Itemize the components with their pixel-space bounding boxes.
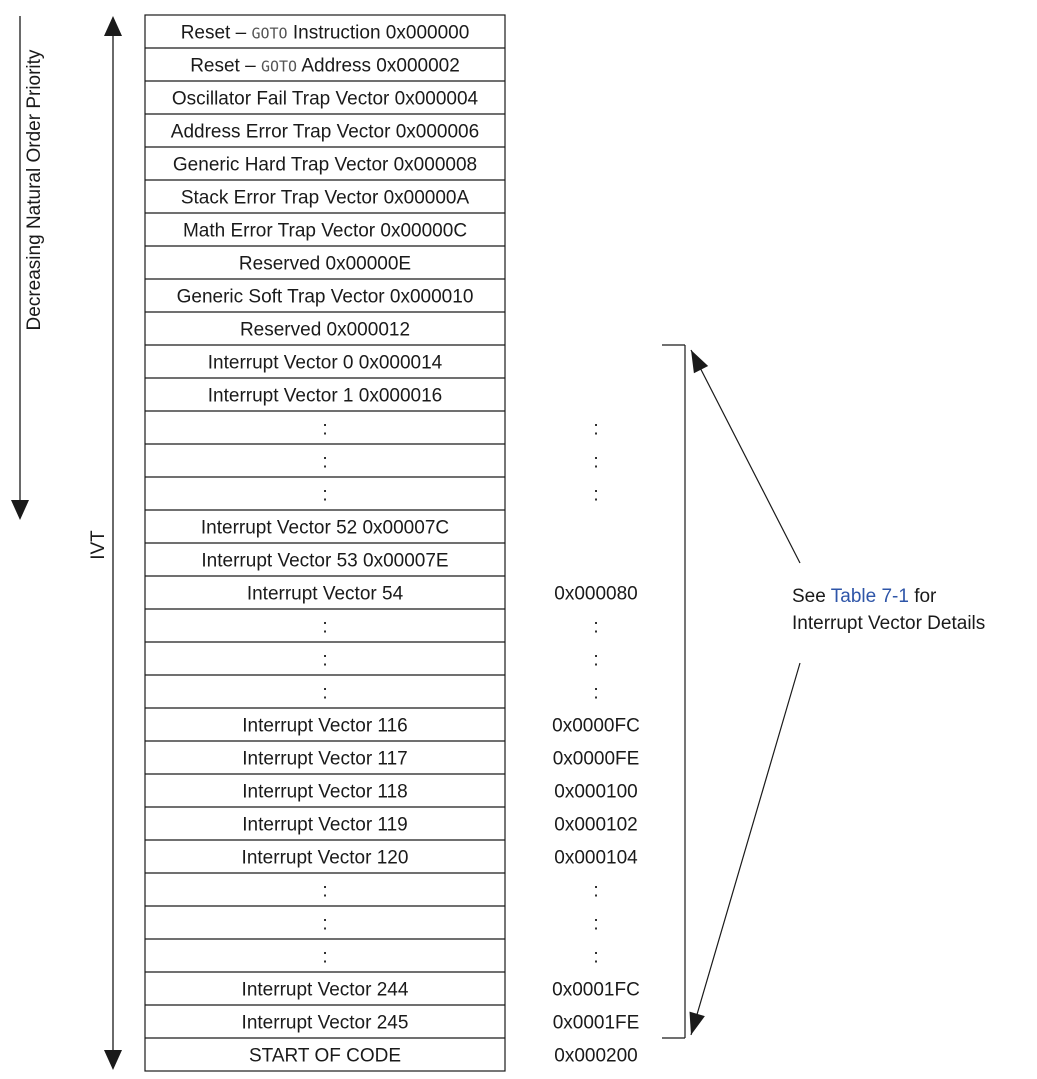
row-label-part: Reset – xyxy=(181,23,252,44)
goto-mnemonic: GOTO xyxy=(251,25,287,43)
vector-address: : xyxy=(593,947,598,968)
vector-row-label: : xyxy=(322,617,327,638)
vector-row-label: Interrupt Vector 0 0x000014 xyxy=(208,353,443,374)
vector-row-label: Interrupt Vector 117 xyxy=(242,749,407,770)
vector-row-label: : xyxy=(322,485,327,506)
vector-address: : xyxy=(593,914,598,935)
vector-address: 0x000102 xyxy=(554,815,637,836)
arrow-head-down xyxy=(104,1050,122,1070)
vector-row-label: Stack Error Trap Vector 0x00000A xyxy=(181,188,470,209)
vector-row-label: Interrupt Vector 120 xyxy=(242,848,409,869)
vector-address: : xyxy=(593,419,598,440)
note-suffix: for xyxy=(909,586,937,607)
vector-row-label: Reset – GOTO Instruction 0x000000 xyxy=(181,23,470,44)
vector-row-label: : xyxy=(322,881,327,902)
pointer-arrow-head xyxy=(689,1011,705,1035)
vector-row-label: Interrupt Vector 53 0x00007E xyxy=(201,551,448,572)
vector-address: 0x0001FE xyxy=(553,1013,640,1034)
vector-row-label: Math Error Trap Vector 0x00000C xyxy=(183,221,467,242)
vector-address: 0x000100 xyxy=(554,782,637,803)
vector-address: : xyxy=(593,881,598,902)
row-label-part: Reset – xyxy=(190,56,261,77)
vector-row-label: Interrupt Vector 54 xyxy=(247,584,404,605)
vector-address: 0x0000FE xyxy=(553,749,640,770)
vector-row-label: : xyxy=(322,914,327,935)
vector-address: : xyxy=(593,617,598,638)
pointer-line xyxy=(690,349,801,564)
ivt-range-arrow xyxy=(104,16,122,1070)
vector-row-label: : xyxy=(322,947,327,968)
interrupt-vector-bracket xyxy=(662,344,801,1039)
goto-mnemonic: GOTO xyxy=(261,58,297,76)
vector-row-label: : xyxy=(322,650,327,671)
vector-address: : xyxy=(593,650,598,671)
arrow-head-down xyxy=(11,500,29,520)
vector-address: : xyxy=(593,683,598,704)
arrow-head-up xyxy=(104,16,122,36)
vector-address: : xyxy=(593,485,598,506)
vector-row-label: Oscillator Fail Trap Vector 0x000004 xyxy=(172,89,479,110)
vector-row-label: Interrupt Vector 118 xyxy=(242,782,407,803)
vector-row-label: START OF CODE xyxy=(249,1046,401,1067)
ivt-label: IVT xyxy=(88,530,109,560)
priority-arrow xyxy=(11,16,29,520)
vector-address: 0x0000FC xyxy=(552,716,640,737)
vector-address: 0x000104 xyxy=(554,848,638,869)
priority-label: Decreasing Natural Order Priority xyxy=(24,49,45,330)
vector-row-label: Interrupt Vector 245 xyxy=(242,1013,409,1034)
row-label-part: Instruction 0x000000 xyxy=(288,23,470,44)
vector-row-label: Interrupt Vector 1 0x000016 xyxy=(208,386,443,407)
vector-address: 0x000080 xyxy=(554,584,637,605)
vector-row-label: Interrupt Vector 116 xyxy=(242,716,407,737)
vector-row-label: Reserved 0x00000E xyxy=(239,254,411,275)
vector-row-label: Address Error Trap Vector 0x000006 xyxy=(171,122,479,143)
vector-row-label: Generic Soft Trap Vector 0x000010 xyxy=(177,287,474,308)
vector-row-label: : xyxy=(322,683,327,704)
row-label-part: Address 0x000002 xyxy=(297,56,460,77)
vector-address: 0x0001FC xyxy=(552,980,640,1001)
pointer-arrow-head xyxy=(691,350,709,374)
vector-row-label: Interrupt Vector 244 xyxy=(242,980,409,1001)
vector-row-label: Reset – GOTO Address 0x000002 xyxy=(190,56,460,77)
vector-row-label: : xyxy=(322,419,327,440)
pointer-line xyxy=(690,662,801,1036)
vector-row-label: Reserved 0x000012 xyxy=(240,320,410,341)
note-prefix: See xyxy=(792,586,831,607)
vector-row-label: Interrupt Vector 119 xyxy=(242,815,407,836)
table-7-1-link[interactable]: Table 7-1 xyxy=(831,586,909,607)
note-line-1: See Table 7-1 for xyxy=(792,586,937,607)
note-line-2: Interrupt Vector Details xyxy=(792,613,985,634)
vector-address: 0x000200 xyxy=(554,1046,637,1067)
vector-row-label: Interrupt Vector 52 0x00007C xyxy=(201,518,449,539)
vector-row-label: : xyxy=(322,452,327,473)
vector-row-label: Generic Hard Trap Vector 0x000008 xyxy=(173,155,477,176)
vector-address: : xyxy=(593,452,598,473)
address-column: :::0x000080:::0x0000FC0x0000FE0x0001000x… xyxy=(552,419,640,1067)
